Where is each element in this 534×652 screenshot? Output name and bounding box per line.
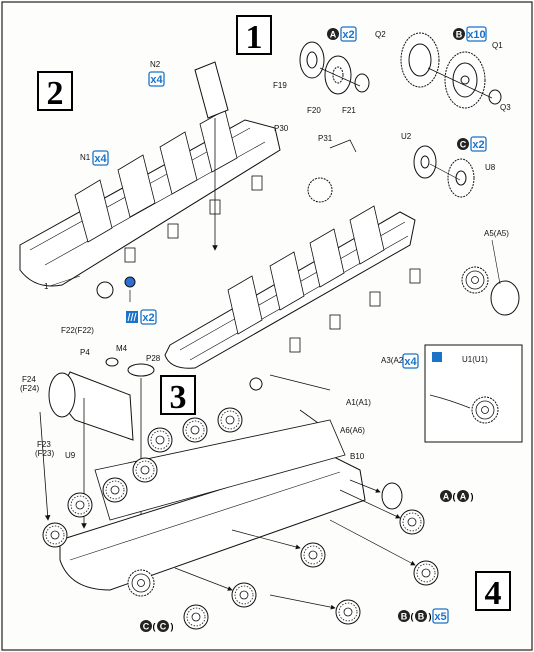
- label-a3: A3(A2): [381, 356, 406, 365]
- svg-text:(: (: [153, 622, 156, 632]
- label-f21: F21: [342, 106, 356, 115]
- hub-f20: [324, 55, 352, 95]
- qty-a: x2: [342, 29, 354, 41]
- wheel-b-letter: B: [401, 612, 408, 622]
- label-n1: N1: [80, 153, 91, 162]
- label-f24: F24: [22, 375, 36, 384]
- a3-qty: x4: [404, 356, 417, 368]
- n2-qty: x4: [150, 74, 163, 86]
- wheel-c-paren: C: [160, 622, 167, 632]
- hub-f19: [299, 41, 325, 79]
- label-f23-paren: (F23): [35, 449, 54, 458]
- step-4-box: 4: [475, 571, 511, 612]
- letter-a: A: [330, 30, 337, 40]
- label-u8: U8: [485, 163, 496, 172]
- label-p28: P28: [146, 354, 161, 363]
- label-a5: A5(A5): [484, 229, 509, 238]
- wheel-a-paren: A: [460, 492, 467, 502]
- label-q2: Q2: [375, 30, 386, 39]
- label-f20: F20: [307, 106, 321, 115]
- label-p4: P4: [80, 348, 90, 357]
- step-1-number: 1: [246, 19, 263, 56]
- label-n2: N2: [150, 60, 161, 69]
- svg-text:): ): [171, 622, 174, 632]
- label-q1: Q1: [492, 41, 503, 50]
- svg-text:): ): [471, 492, 474, 502]
- label-q3: Q3: [500, 103, 511, 112]
- glue-icon: [126, 311, 138, 323]
- wheel-set-b-badge: B x10: [453, 26, 487, 42]
- wheel-b-qty: x5: [434, 611, 446, 623]
- qty-b: x10: [467, 29, 485, 41]
- qty-c: x2: [472, 139, 484, 151]
- label-p30: P30: [274, 124, 289, 133]
- step-3-drive-assembly: F22(F22) P4 M4 P28 F24 (F24) F23 (F23) U…: [20, 326, 161, 531]
- step-2-number: 2: [47, 75, 64, 112]
- step-3-box: 3: [160, 375, 196, 416]
- label-b10: B10: [350, 452, 365, 461]
- label-f24-paren: (F24): [20, 384, 39, 393]
- step-3-hull-assembly: A5(A5) A3(A2) x4 A1(A1) A6(A6): [164, 205, 520, 435]
- letter-c: C: [460, 140, 467, 150]
- wheel-q1: [444, 51, 486, 109]
- wheel-a-callout: A A ( ): [440, 490, 474, 502]
- wheel-b-callout: B B ( ) x5: [398, 608, 449, 624]
- wheel-c-letter: C: [143, 622, 150, 632]
- label-f19: F19: [273, 81, 287, 90]
- svg-text:(: (: [453, 492, 456, 502]
- step-4-number: 4: [485, 575, 502, 612]
- step-3-number: 3: [170, 379, 187, 416]
- label-p31: P31: [318, 134, 333, 143]
- wheel-set-c-badge: C x2: [457, 136, 487, 152]
- label-f22: F22(F22): [61, 326, 94, 335]
- step-1-box: 1: [236, 15, 272, 56]
- label-part-1: 1: [44, 282, 49, 291]
- svg-text:): ): [429, 612, 432, 622]
- wheel-c-callout: C C ( ): [140, 620, 174, 632]
- idler-u8: [447, 158, 475, 198]
- cap-f21: [354, 73, 370, 93]
- wheel-q2: [400, 32, 440, 88]
- label-u1: U1(U1): [462, 355, 488, 364]
- wheel-a-letter: A: [443, 492, 450, 502]
- label-u9: U9: [65, 451, 76, 460]
- brush-icon: [432, 352, 442, 362]
- letter-b: B: [456, 30, 463, 40]
- step-1-assembly: F19 F20 F21 Q2 Q1 Q3 U2 U8 A x2 B x10 C …: [273, 26, 511, 198]
- step-2-assembly: N2 x4 P30 P31 N1 x4 1 x2: [19, 60, 357, 325]
- label-u2: U2: [401, 132, 412, 141]
- svg-text:(: (: [411, 612, 414, 622]
- cap-q3: [488, 89, 502, 105]
- wheel-set-a-badge: A x2: [327, 26, 357, 42]
- wheel-b-paren: B: [418, 612, 425, 622]
- step-2-box: 2: [37, 71, 73, 112]
- label-f23: F23: [37, 440, 51, 449]
- label-a1: A1(A1): [346, 398, 371, 407]
- n1-qty: x4: [94, 153, 107, 165]
- glue-qty: x2: [142, 312, 154, 324]
- label-m4: M4: [116, 344, 128, 353]
- step-4-assembly: B10 A A ( ) B B ( ) x5 C C ( ): [42, 407, 474, 632]
- hub-u2: [413, 145, 437, 179]
- detail-inset: U1(U1): [424, 344, 523, 443]
- label-a6: A6(A6): [340, 426, 365, 435]
